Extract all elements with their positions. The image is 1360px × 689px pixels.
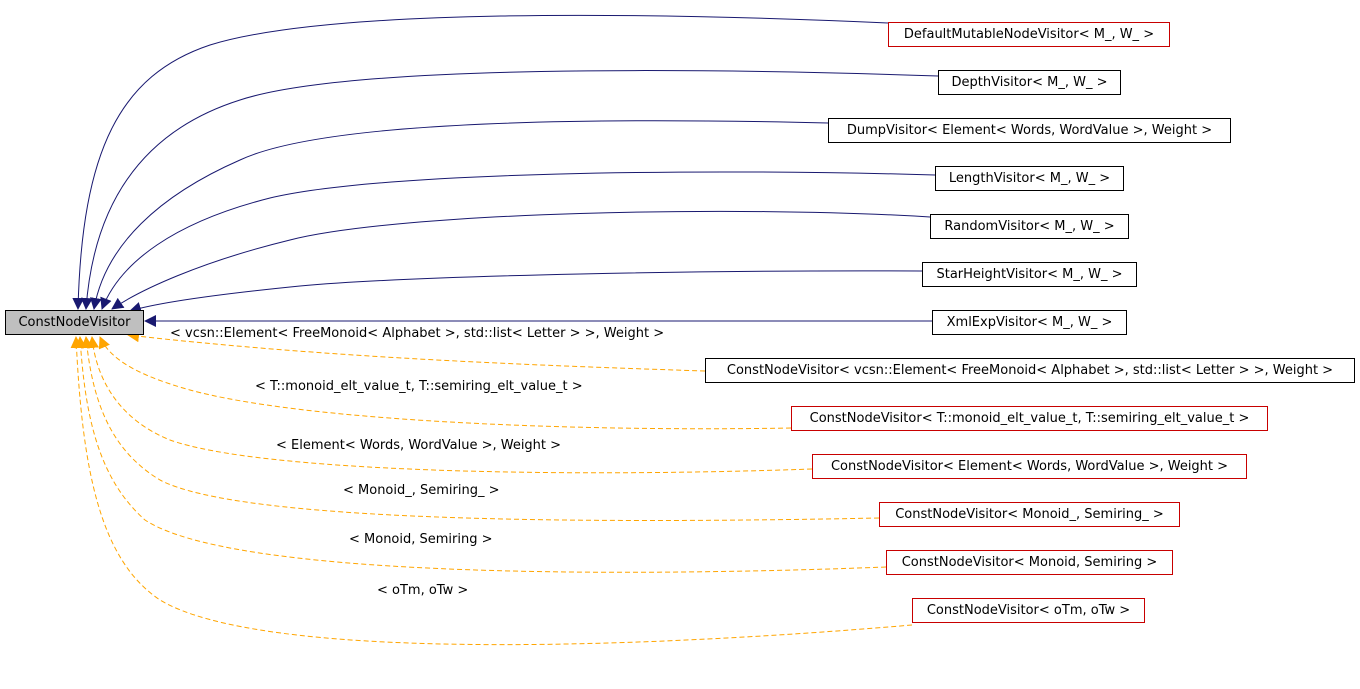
inheritance-edge xyxy=(111,210,931,310)
derived-node-randomvisitor[interactable]: RandomVisitor< M_, W_ > xyxy=(930,214,1129,239)
base-class-label: ConstNodeVisitor xyxy=(18,315,131,330)
derived-node-depthvisitor[interactable]: DepthVisitor< M_, W_ > xyxy=(938,70,1121,95)
template-instantiation-edge xyxy=(81,336,880,521)
template-node-label: ConstNodeVisitor< T::monoid_elt_value_t,… xyxy=(809,411,1250,426)
inheritance-edge xyxy=(129,270,923,314)
template-instantiation-edge xyxy=(70,336,913,646)
template-node-monoid-semiring[interactable]: ConstNodeVisitor< Monoid, Semiring > xyxy=(886,550,1173,575)
template-instantiation-edge xyxy=(87,336,813,474)
derived-node-defaultmutablenodevisitor[interactable]: DefaultMutableNodeVisitor< M_, W_ > xyxy=(888,22,1170,47)
derived-node-lengthvisitor[interactable]: LengthVisitor< M_, W_ > xyxy=(935,166,1124,191)
template-node-vcsn-element-freemonoid[interactable]: ConstNodeVisitor< vcsn::Element< FreeMon… xyxy=(705,358,1355,383)
template-instantiation-edge xyxy=(74,336,887,573)
template-node-monoid-elt-value[interactable]: ConstNodeVisitor< T::monoid_elt_value_t,… xyxy=(791,406,1268,431)
derived-node-label: XmlExpVisitor< M_, W_ > xyxy=(946,315,1113,330)
derived-node-label: DepthVisitor< M_, W_ > xyxy=(951,75,1108,90)
derived-node-starheightvisitor[interactable]: StarHeightVisitor< M_, W_ > xyxy=(922,262,1137,287)
template-node-label: ConstNodeVisitor< Monoid, Semiring > xyxy=(901,555,1158,570)
base-class-node-constnodevisitor[interactable]: ConstNodeVisitor xyxy=(5,310,144,335)
template-node-label: ConstNodeVisitor< Element< Words, WordVa… xyxy=(830,459,1229,474)
template-instantiation-edge xyxy=(127,330,706,372)
template-edge-label: < Monoid_, Semiring_ > xyxy=(343,483,500,498)
template-node-label: ConstNodeVisitor< vcsn::Element< FreeMon… xyxy=(726,363,1334,378)
template-edge-label: < Element< Words, WordValue >, Weight > xyxy=(276,438,562,453)
template-edge-label: < Monoid, Semiring > xyxy=(349,532,493,547)
derived-node-label: StarHeightVisitor< M_, W_ > xyxy=(936,267,1123,282)
template-edge-label: < vcsn::Element< FreeMonoid< Alphabet >,… xyxy=(170,326,665,341)
derived-node-label: RandomVisitor< M_, W_ > xyxy=(944,219,1115,234)
inheritance-edge xyxy=(80,70,939,310)
template-node-label: ConstNodeVisitor< oTm, oTw > xyxy=(926,603,1131,618)
template-node-element-words[interactable]: ConstNodeVisitor< Element< Words, WordVa… xyxy=(812,454,1247,479)
template-instantiation-edge xyxy=(98,336,792,430)
template-edge-label: < oTm, oTw > xyxy=(377,583,469,598)
template-node-monoid-underscore-semiring-underscore[interactable]: ConstNodeVisitor< Monoid_, Semiring_ > xyxy=(879,502,1180,527)
derived-node-xmlexpvisitor[interactable]: XmlExpVisitor< M_, W_ > xyxy=(932,310,1127,335)
inheritance-edge xyxy=(72,14,889,310)
derived-node-label: DumpVisitor< Element< Words, WordValue >… xyxy=(846,123,1213,138)
derived-node-dumpvisitor[interactable]: DumpVisitor< Element< Words, WordValue >… xyxy=(828,118,1231,143)
template-edge-label: < T::monoid_elt_value_t, T::semiring_elt… xyxy=(255,379,583,394)
derived-node-label: DefaultMutableNodeVisitor< M_, W_ > xyxy=(903,27,1155,42)
inheritance-edge xyxy=(89,120,829,310)
template-node-otm-otw[interactable]: ConstNodeVisitor< oTm, oTw > xyxy=(912,598,1145,623)
template-node-label: ConstNodeVisitor< Monoid_, Semiring_ > xyxy=(895,507,1164,522)
inheritance-edge xyxy=(100,171,936,310)
derived-node-label: LengthVisitor< M_, W_ > xyxy=(948,171,1111,186)
